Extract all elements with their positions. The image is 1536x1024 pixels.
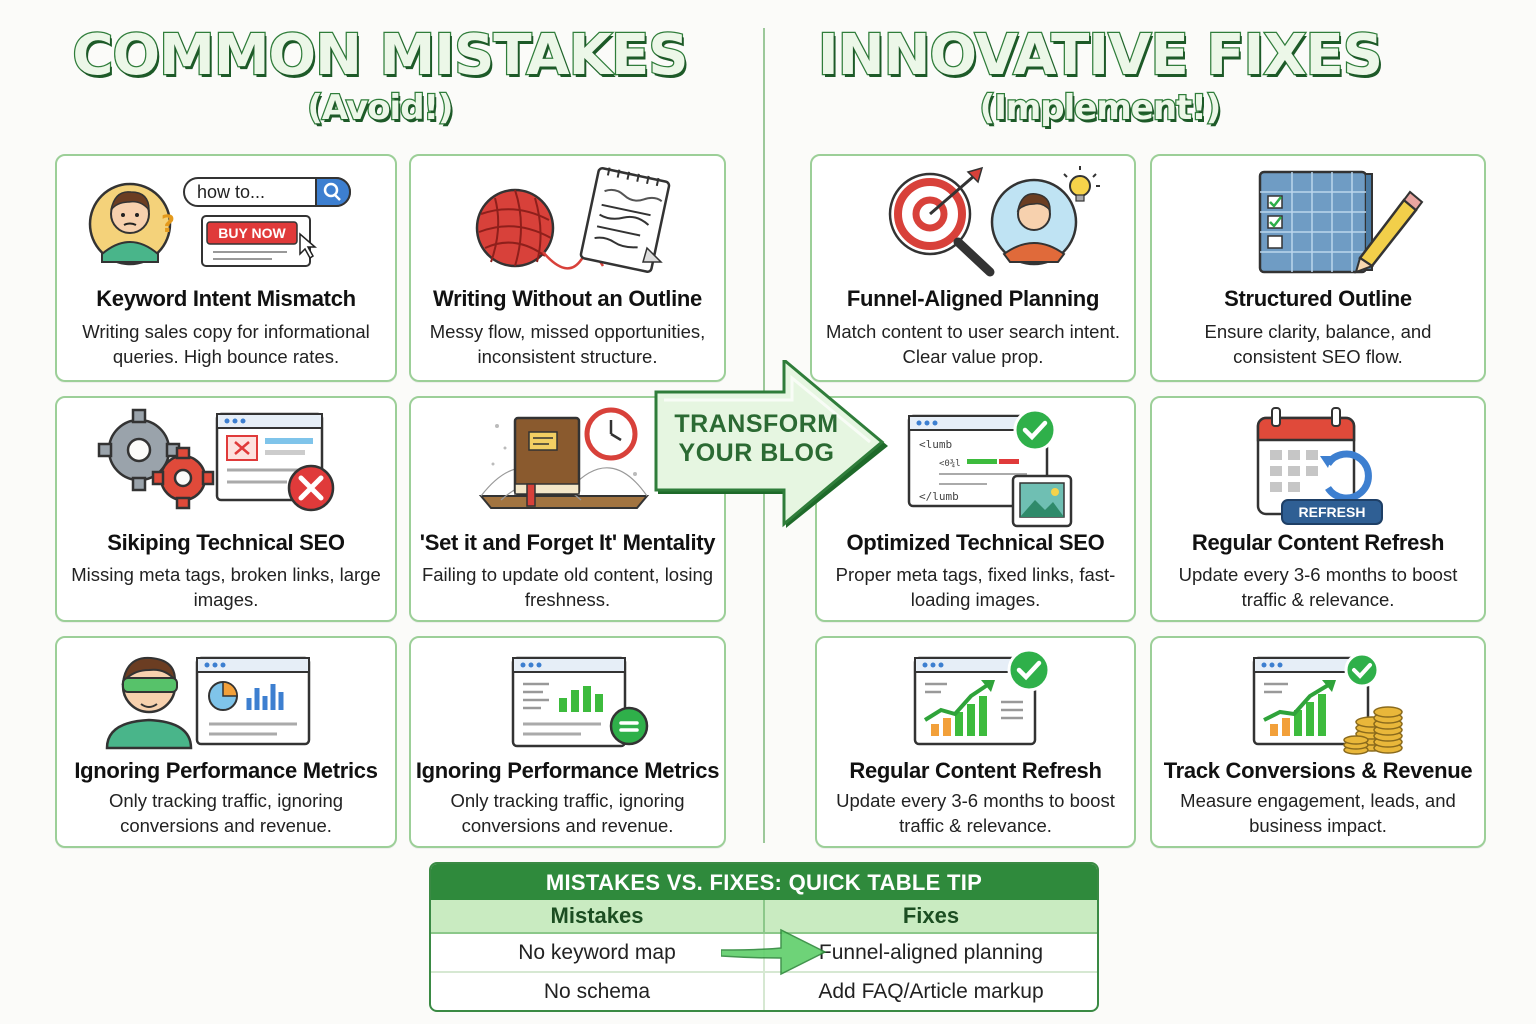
mistake-card-keyword-intent: ? how to... BUY NOW Keyword Intent Misma… bbox=[55, 154, 397, 382]
mistake-desc: Failing to update old content, losing fr… bbox=[421, 564, 714, 610]
revenue-chart-icon bbox=[1252, 652, 1403, 755]
fix-title: Regular Content Refresh bbox=[1191, 530, 1445, 555]
mistake-title: Ignoring Performance Metrics bbox=[415, 758, 720, 783]
mistake-title: 'Set it and Forget It' Mentality bbox=[419, 530, 716, 555]
mistake-cell: No keyword map bbox=[431, 934, 765, 971]
mistake-desc: Missing meta tags, broken links, large i… bbox=[71, 564, 381, 610]
mistake-desc: Writing sales copy for informational que… bbox=[82, 321, 370, 367]
fix-cell: Add FAQ/Article markup bbox=[818, 980, 1044, 1003]
fix-title: Structured Outline bbox=[1224, 286, 1412, 311]
tip-table-header: Mistakes Fixes bbox=[431, 900, 1097, 934]
mistake-desc: Only tracking traffic, ignoring conversi… bbox=[450, 790, 685, 836]
traffic-dashboard-icon bbox=[511, 656, 649, 748]
fix-desc: Match content to user search intent. Cle… bbox=[825, 321, 1121, 367]
blindfolded-user-icon bbox=[105, 656, 311, 750]
mistake-card-performance-metrics: Ignoring Performance Metrics Only tracki… bbox=[55, 636, 397, 848]
mistake-title: Sikiping Technical SEO bbox=[107, 530, 345, 555]
search-icon bbox=[323, 182, 339, 198]
fix-card-funnel-planning: Funnel-Aligned Planning Match content to… bbox=[810, 154, 1136, 382]
check-icon bbox=[1352, 663, 1372, 679]
calendar-refresh-icon: REFRESH bbox=[1256, 407, 1383, 525]
col-fixes: Fixes bbox=[902, 903, 960, 928]
blueprint-pencil-icon bbox=[1258, 170, 1424, 274]
transform-arrow: TRANSFORM YOUR BLOG bbox=[654, 356, 894, 530]
lightbulb-icon bbox=[1069, 175, 1091, 197]
fix-card-structured-outline: Structured Outline Ensure clarity, balan… bbox=[1150, 154, 1486, 382]
transform-arrow-text: TRANSFORM YOUR BLOG bbox=[654, 410, 859, 468]
svg-text:?: ? bbox=[161, 210, 175, 238]
tip-table-title: MISTAKES VS. FIXES: QUICK TABLE TIP bbox=[431, 864, 1097, 900]
code-line-bottom: </lumb bbox=[919, 490, 959, 503]
fix-card-content-refresh-2: Regular Content Refresh Update every 3-6… bbox=[815, 636, 1136, 848]
mistake-card-no-outline: Writing Without an Outline Messy flow, m… bbox=[409, 154, 726, 382]
fix-card-content-refresh: REFRESH Regular Content Refresh Update e… bbox=[1150, 396, 1486, 622]
target-user-icon bbox=[888, 166, 1100, 277]
fix-card-track-conversions: Track Conversions & Revenue Measure enga… bbox=[1150, 636, 1486, 848]
table-row: No keyword map Funnel-aligned planning bbox=[431, 934, 1097, 973]
fix-desc: Update every 3-6 months to boost traffic… bbox=[1178, 564, 1458, 610]
fix-cell: Funnel-aligned planning bbox=[818, 941, 1044, 964]
code-window-icon: <lumb <0¾l </lumb bbox=[907, 408, 1073, 528]
mistake-cell: No schema bbox=[431, 973, 765, 1010]
fix-desc: Proper meta tags, fixed links, fast-load… bbox=[835, 564, 1116, 610]
fix-title: Funnel-Aligned Planning bbox=[846, 286, 1100, 311]
broken-gear-icon bbox=[97, 408, 335, 512]
fix-desc: Update every 3-6 months to boost traffic… bbox=[836, 790, 1115, 836]
col-mistakes: Mistakes bbox=[431, 900, 765, 932]
tangled-yarn-icon bbox=[475, 167, 671, 273]
mistake-title: Writing Without an Outline bbox=[433, 286, 702, 311]
code-line-mid: <0¾l bbox=[939, 459, 961, 469]
mistake-card-performance-metrics-2: Ignoring Performance Metrics Only tracki… bbox=[409, 636, 726, 848]
table-row: No schema Add FAQ/Article markup bbox=[431, 973, 1097, 1010]
dusty-book-icon bbox=[478, 407, 650, 509]
mistake-card-technical-seo: Sikiping Technical SEO Missing meta tags… bbox=[55, 396, 397, 622]
cursor-icon bbox=[299, 232, 318, 260]
check-icon bbox=[1022, 420, 1048, 441]
mistake-desc: Only tracking traffic, ignoring conversi… bbox=[108, 790, 344, 836]
fix-title: Track Conversions & Revenue bbox=[1163, 758, 1473, 783]
buy-now-text: BUY NOW bbox=[218, 225, 286, 241]
mistake-title: Ignoring Performance Metrics bbox=[74, 758, 378, 783]
transform-line-2: YOUR BLOG bbox=[678, 439, 835, 467]
coin-stack-icon bbox=[1343, 706, 1403, 755]
right-arrow-icon bbox=[654, 356, 888, 528]
confused-user-icon: ? how to... BUY NOW bbox=[88, 177, 351, 267]
fix-desc: Measure engagement, leads, and business … bbox=[1180, 790, 1456, 836]
transform-line-1: TRANSFORM bbox=[674, 410, 839, 438]
refresh-badge-text: REFRESH bbox=[1299, 504, 1366, 520]
fix-desc: Ensure clarity, balance, and consistent … bbox=[1204, 321, 1432, 367]
left-heading-sub: (Avoid!) bbox=[306, 87, 455, 130]
fix-title: Regular Content Refresh bbox=[849, 758, 1102, 783]
mistake-title: Keyword Intent Mismatch bbox=[96, 286, 356, 311]
right-heading: INNOVATIVE FIXES (Implement!) bbox=[800, 23, 1400, 130]
quick-table-tip: MISTAKES VS. FIXES: QUICK TABLE TIP Mist… bbox=[429, 862, 1099, 1012]
mistake-desc: Messy flow, missed opportunities, incons… bbox=[429, 321, 706, 367]
left-heading-main: COMMON MISTAKES bbox=[71, 23, 690, 88]
code-line-top: <lumb bbox=[919, 438, 952, 451]
growth-chart-icon bbox=[913, 648, 1051, 746]
fix-title: Optimized Technical SEO bbox=[846, 530, 1105, 555]
right-heading-main: INNOVATIVE FIXES bbox=[817, 23, 1385, 88]
right-heading-sub: (Implement!) bbox=[978, 87, 1222, 130]
check-icon bbox=[1016, 660, 1042, 681]
search-text: how to... bbox=[197, 182, 265, 202]
left-heading: COMMON MISTAKES (Avoid!) bbox=[40, 23, 720, 130]
